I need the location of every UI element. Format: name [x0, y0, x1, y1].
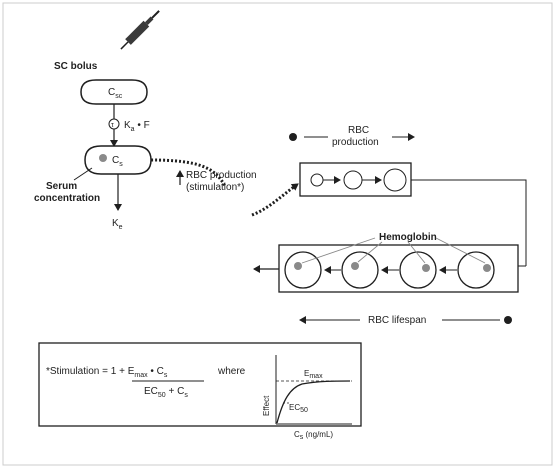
serum-label-line1: Serum [46, 181, 77, 192]
rbc-lifespan-label: RBC lifespan [368, 315, 426, 326]
emax-label: Emax [304, 369, 323, 380]
formula-numerator: *Stimulation = 1 + Emax • Cs [46, 366, 168, 379]
formula-where: where [217, 366, 246, 377]
rbc-cell-2 [341, 251, 379, 289]
stimulation-path-upper [150, 158, 227, 187]
tau-circle [108, 118, 120, 130]
production-start-dot [289, 133, 297, 141]
hemoglobin-pointer-2 [357, 241, 383, 263]
syringe-icon [120, 10, 160, 50]
precursor-cell-2 [343, 170, 363, 190]
serum-pointer [73, 167, 93, 181]
sc-compartment-label: Csc [108, 87, 123, 100]
mini-plot-xlabel: Cs (ng/mL) [294, 430, 333, 441]
rbc-cell-3 [399, 251, 437, 289]
ka-f-label: Ka • F [124, 120, 150, 133]
rbc-production-line1: RBC [348, 125, 369, 136]
hemoglobin-pointer-4 [435, 237, 486, 264]
hemoglobin-pointer-1 [301, 237, 376, 264]
tau-label: τ [111, 122, 114, 129]
serum-label-line2: concentration [34, 193, 100, 204]
stimulation-path-lower [251, 182, 299, 217]
hemoglobin-label: Hemoglobin [379, 232, 437, 243]
precursor-cell-1 [310, 173, 324, 187]
rbc-production-line2: production [332, 137, 379, 148]
ec50-label: EC50 [289, 403, 308, 414]
formula-denominator: EC50 + Cs [144, 386, 188, 399]
rbc-prod-stim-line2: (stimulation*) [186, 182, 244, 193]
formula-box [38, 342, 362, 427]
rbc-prod-stim-line1: RBC production [186, 170, 257, 181]
emax-mini-plot: Emax EC50 Effect Cs (ng/mL) [262, 355, 352, 441]
emax-curve [276, 380, 351, 424]
mini-plot-ylabel: Effect [262, 395, 271, 416]
rbc-cell-1 [284, 251, 322, 289]
sc-bolus-label: SC bolus [54, 61, 98, 72]
lifespan-end-dot [504, 316, 512, 324]
serum-compartment-label: Cs [112, 155, 123, 168]
ke-label: Ke [112, 218, 123, 231]
serum-compartment [84, 145, 152, 175]
serum-dot [99, 154, 107, 162]
rbc-cell-4 [457, 251, 495, 289]
sc-compartment [80, 79, 148, 105]
hemoglobin-pointer-3 [407, 241, 426, 264]
outer-border [2, 2, 553, 466]
precursor-cell-3 [383, 168, 407, 192]
connector-line [411, 179, 527, 266]
